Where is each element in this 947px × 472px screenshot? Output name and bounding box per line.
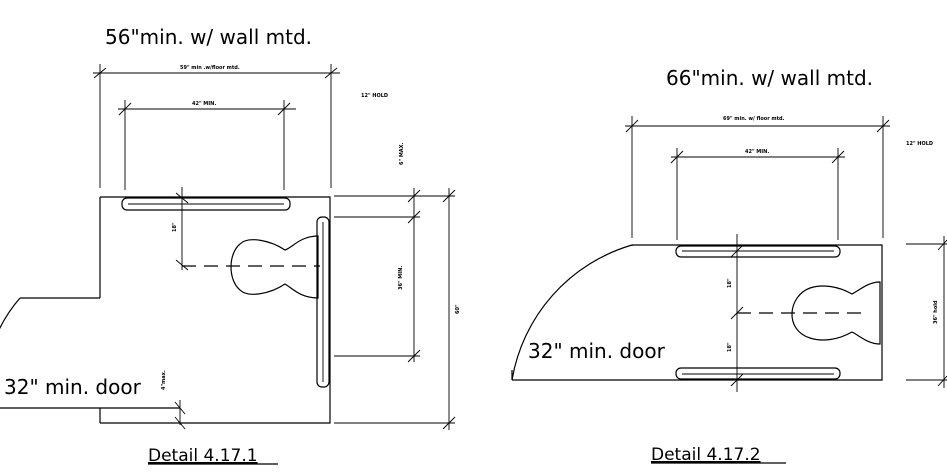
detail1-bar-dim: 42" MIN. <box>192 101 216 107</box>
detail2-top-grab-bar <box>675 245 841 258</box>
detail-4-17-2: 66"min. w/ wall mtd. 18" 18" 69" min. w/… <box>511 66 947 465</box>
detail2-bottom-grab-bar <box>675 367 841 380</box>
detail1-side-grab-bar <box>316 216 330 388</box>
detail1-toilet <box>230 235 319 299</box>
detail1-title: Detail 4.17.1 <box>148 446 258 466</box>
detail2-toilet <box>791 281 881 345</box>
detail1-top-grab-bar <box>121 197 291 211</box>
detail2-stall-walls <box>512 244 883 381</box>
detail-4-17-1: 56"min. w/ wall mtd. 18" 59 <box>0 25 461 466</box>
detail2-bar-dim: 42" MIN. <box>745 149 769 155</box>
detail1-dim-60: 60" <box>455 304 461 314</box>
detail2-dim-hold: 36" hold <box>933 300 939 324</box>
detail2-width-dim: 69" min. w/ floor mtd. <box>723 116 785 122</box>
detail1-wall-note: 4"max. <box>161 370 167 390</box>
detail2-door-label: 32" min. door <box>528 339 666 363</box>
detail2-dim-upper: 18" <box>727 278 733 288</box>
detail1-heading: 56"min. w/ wall mtd. <box>105 25 312 49</box>
detail1-max-note: 6" MAX. <box>399 142 405 165</box>
detail1-dim-36: 36" MIN. <box>398 266 404 290</box>
detail1-width-dim: 59" min .w/floor mtd. <box>180 65 240 71</box>
detail1-door-label: 32" min. door <box>4 375 142 399</box>
detail2-door-swing <box>511 244 633 381</box>
detail2-heading: 66"min. w/ wall mtd. <box>666 66 873 90</box>
detail2-title: Detail 4.17.2 <box>651 445 761 465</box>
detail1-stall-walls <box>100 196 331 424</box>
detail2-dim-lower: 18" <box>727 342 733 352</box>
detail1-door-swing <box>0 297 21 330</box>
detail1-dim-18: 18" <box>172 222 178 232</box>
detail2-hold-note: 12" HOLD <box>906 141 933 147</box>
detail1-hold-note: 12" HOLD <box>361 93 388 99</box>
